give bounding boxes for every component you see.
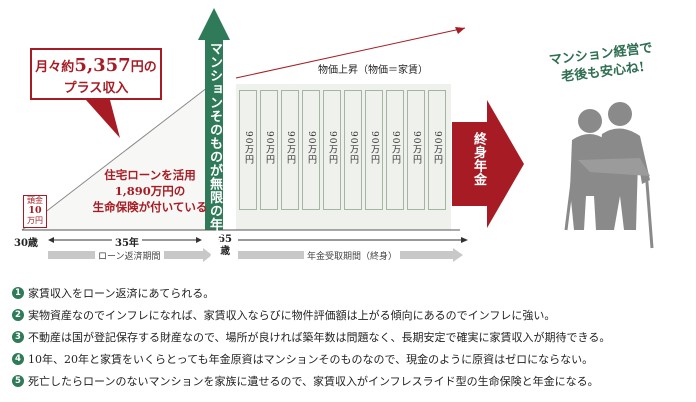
loan-years-label: 35年 [112,234,142,249]
plus-income-callout: 月々約5,357円の プラス収入 [30,48,162,100]
elderly-couple-illustration [564,102,654,249]
pension-column-label: 90万円 [369,131,379,165]
pension-column-label: 90万円 [411,131,421,165]
down-payment-box: 頭金 10 万円 [23,195,47,228]
pension-column: 90万円 [386,90,404,210]
loan-note-line3: 生命保険が付いている [92,200,208,214]
callout-prefix: 月々約 [35,60,75,75]
note-item-5: 5 死亡したらローンのないマンションを家族に遺せるので、家賃収入がインフレスライド… [12,370,692,392]
note-text-3: 不動産は国が登記保存する財産なので、場所が良ければ築年数は問題なく、長期安定で確… [28,331,611,344]
note-text-1: 家賃収入をローン返済にあてられる。 [28,287,215,300]
pension-column: 90万円 [260,90,278,210]
pension-column-label: 90万円 [327,131,337,165]
start-age-label: 30歳 [14,238,38,249]
pension-column: 90万円 [428,90,446,210]
end-age-label: 65 歳 [218,234,232,258]
years-arrow-left [48,237,54,243]
head-money-line1: 頭金 [27,196,43,205]
pension-column: 90万円 [302,90,320,210]
price-rise-line [235,27,466,79]
pension-column-label: 90万円 [264,131,274,165]
pension-column-label: 90万円 [348,131,358,165]
pension-period-band-tip [453,248,463,262]
end-age-unit: 歳 [219,246,230,257]
pension-column: 90万円 [239,90,257,210]
end-age-number: 65 [218,234,232,245]
note-item-4: 4 10年、20年と家賃をいくらとっても年金原資はマンションそのものなので、現金の… [12,348,692,370]
loan-period-band-tip [203,248,212,262]
pension-receive-arrow [461,237,468,243]
callout-pointer [86,100,120,138]
pension-column-label: 90万円 [306,131,316,165]
pension-column-label: 90万円 [390,131,400,165]
pension-column: 90万円 [344,90,362,210]
pension-column: 90万円 [365,90,383,210]
loan-note-line2: 1,890万円の [114,184,186,198]
note-text-2: 実物資産なのでインフレになれば、家賃収入ならびに物件評価額は上がる傾向にあるので… [28,309,556,322]
callout-amount: 5,357 [74,55,131,76]
pension-period-label: 年金受取期間（終身） [304,249,401,262]
pension-column-label: 90万円 [243,131,253,165]
lifetime-pension-label: 終身年金 [471,132,486,186]
pension-column: 90万円 [407,90,425,210]
pension-column-label: 90万円 [285,131,295,165]
mansion-arrow-body [205,38,223,230]
callout-line2: プラス収入 [63,81,129,96]
note-item-1: 1 家賃収入をローン返済にあてられる。 [12,282,692,304]
note-item-3: 3 不動産は国が登記保存する財産なので、場所が良ければ築年数は問題なく、長期安定で… [12,326,692,348]
loan-diagonal-line [21,83,213,231]
loan-period-label: ローン返済期間 [95,249,164,262]
note-item-2: 2 実物資産なのでインフレになれば、家賃収入ならびに物件評価額は上がる傾向にあるの… [12,304,692,326]
note-number-3: 3 [12,331,24,343]
note-number-2: 2 [12,309,24,321]
head-money-amount: 10 [28,205,42,216]
head-money-unit: 万円 [27,216,43,225]
lifetime-pension-arrow [452,100,524,228]
price-rise-label: 物価上昇（物価＝家賃） [318,65,428,76]
pension-column: 90万円 [281,90,299,210]
price-rise-arrowhead [455,27,465,34]
callout-suffix: 円の [130,60,157,75]
years-arrow-right [196,237,202,243]
loan-insurance-note: 住宅ローンを活用 1,890万円の 生命保険が付いている [80,167,220,215]
notes-list: 1 家賃収入をローン返済にあてられる。 2 実物資産なのでインフレになれば、家賃収入… [12,282,692,392]
mansion-arrow-head [198,8,230,40]
note-text-5: 死亡したらローンのないマンションを家族に遺せるので、家賃収入がインフレスライド型… [28,375,599,388]
note-number-5: 5 [12,375,24,387]
pension-column-label: 90万円 [432,131,442,165]
note-number-1: 1 [12,287,24,299]
note-number-4: 4 [12,353,24,365]
note-text-4: 10年、20年と家賃をいくらとっても年金原資はマンションそのものなので、現金のよ… [28,353,594,366]
mansion-pension-source-label: マンションそのものが無限の年金原資 [207,42,222,272]
pension-column: 90万円 [323,90,341,210]
loan-note-line1: 住宅ローンを活用 [104,168,196,182]
